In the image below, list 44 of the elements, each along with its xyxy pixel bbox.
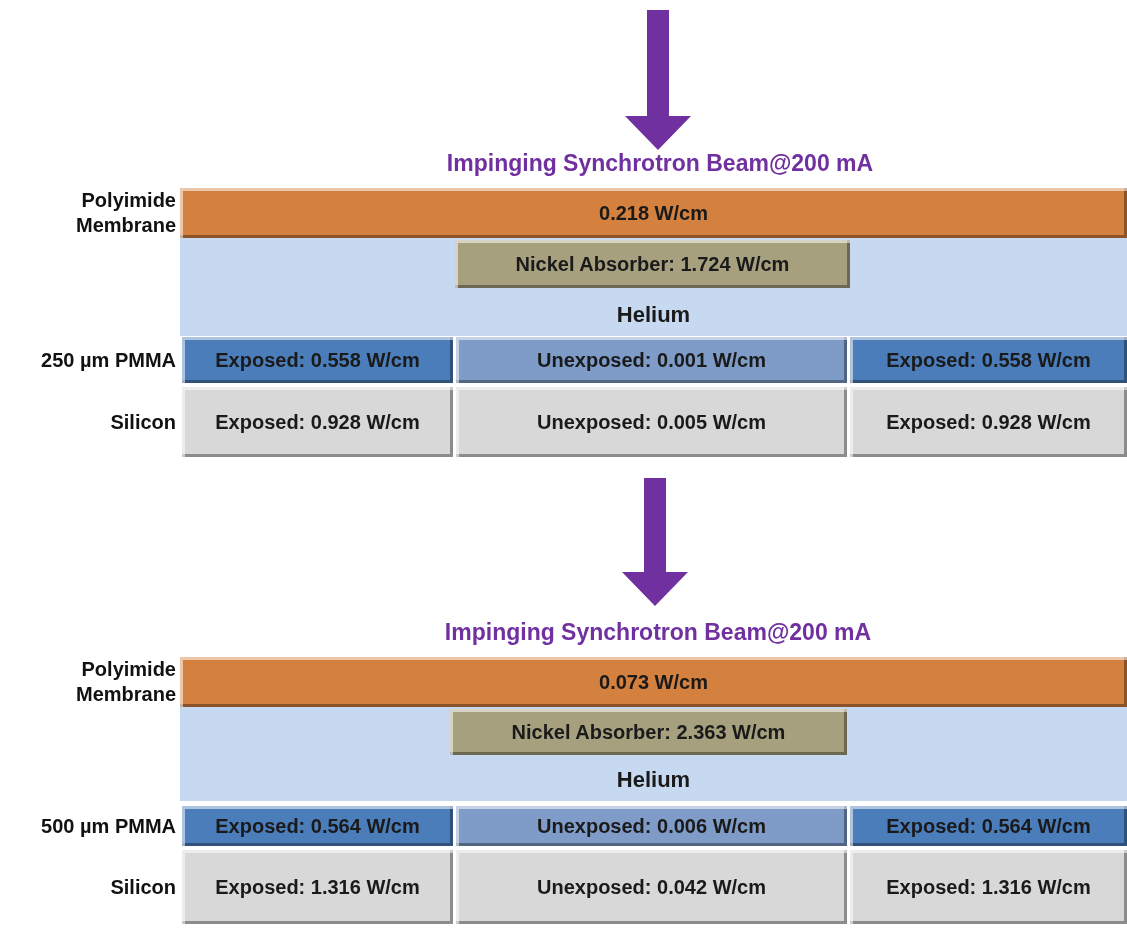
layer-label: 500 µm PMMA — [40, 813, 176, 839]
silicon-cell — [182, 387, 453, 457]
value-text: Exposed: 0.564 W/cm — [886, 814, 1091, 838]
value-text: Nickel Absorber: 2.363 W/cm — [511, 720, 786, 744]
value-text: Unexposed: 0.001 W/cm — [537, 348, 766, 372]
value-text: Nickel Absorber: 1.724 W/cm — [515, 252, 790, 276]
value-text: Exposed: 1.316 W/cm — [886, 875, 1091, 899]
silicon-cell — [182, 850, 453, 924]
value-text: Unexposed: 0.042 W/cm — [537, 875, 766, 899]
helium-region — [180, 707, 1127, 801]
polyimide-bar — [180, 657, 1127, 707]
pmma-cell — [182, 337, 453, 383]
helium-region — [180, 238, 1127, 336]
absorber-box — [450, 709, 847, 755]
value-text: 0.218 W/cm — [599, 201, 708, 225]
value-text: Unexposed: 0.005 W/cm — [537, 410, 766, 434]
value-text: Unexposed: 0.006 W/cm — [537, 814, 766, 838]
layer-label: Silicon — [109, 409, 176, 435]
value-text: Helium — [616, 302, 691, 328]
layer-label: Silicon — [109, 874, 176, 900]
silicon-cell — [850, 850, 1127, 924]
layer-label: 250 µm PMMA — [40, 347, 176, 373]
value-text: Exposed: 0.558 W/cm — [215, 348, 420, 372]
silicon-cell — [456, 387, 847, 457]
pmma-cell — [456, 337, 847, 383]
value-text: Exposed: 0.928 W/cm — [215, 410, 420, 434]
silicon-cell — [456, 850, 847, 924]
absorber-box — [455, 240, 850, 288]
pmma-cell — [850, 806, 1127, 846]
value-text: Exposed: 1.316 W/cm — [215, 875, 420, 899]
pmma-cell — [850, 337, 1127, 383]
value-text: Helium — [616, 767, 691, 793]
beam-label: Impinging Synchrotron Beam@200 mA — [444, 618, 872, 646]
polyimide-bar — [180, 188, 1127, 238]
layer-label: Polyimide Membrane — [74, 188, 176, 238]
layer-label: Polyimide Membrane — [74, 657, 176, 707]
beam-label: Impinging Synchrotron Beam@200 mA — [446, 149, 874, 177]
value-text: 0.073 W/cm — [599, 670, 708, 694]
value-text: Exposed: 0.558 W/cm — [886, 348, 1091, 372]
value-text: Exposed: 0.564 W/cm — [215, 814, 420, 838]
pmma-cell — [456, 806, 847, 846]
value-text: Exposed: 0.928 W/cm — [886, 410, 1091, 434]
silicon-cell — [850, 387, 1127, 457]
pmma-cell — [182, 806, 453, 846]
